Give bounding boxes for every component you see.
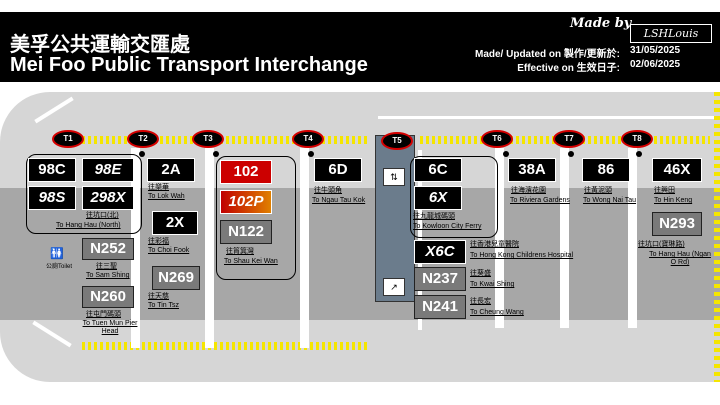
kerb-marking-bottom-left bbox=[82, 342, 367, 350]
t5-route-group bbox=[410, 156, 498, 238]
author-logo: LSHLouis bbox=[630, 24, 712, 43]
updated-value: 31/05/2025 bbox=[630, 45, 681, 56]
dest-86-zh: 往黃泥頭 bbox=[584, 187, 612, 194]
route-n122[interactable]: N122 bbox=[220, 220, 272, 244]
dest-n237-zh: 往葵盛 bbox=[470, 270, 491, 277]
route-98c[interactable]: 98C bbox=[28, 158, 76, 182]
dest-n260-en: To Tuen Mun Pier Head bbox=[82, 320, 138, 336]
dest-n241-en: To Cheung Wang bbox=[470, 309, 524, 316]
dest-6c-en: To Kowloon City Ferry bbox=[413, 223, 482, 230]
dest-2a-en: To Lok Wah bbox=[148, 193, 185, 200]
route-2x[interactable]: 2X bbox=[152, 211, 198, 235]
dest-6c-zh: 往九龍城碼頭 bbox=[413, 213, 455, 220]
route-n260[interactable]: N260 bbox=[82, 286, 134, 308]
dest-n269-en: To Tin Tsz bbox=[148, 302, 179, 309]
bay-t5: T5 bbox=[381, 132, 413, 150]
bay-t3: T3 bbox=[192, 130, 224, 148]
bay-t6: T6 bbox=[481, 130, 513, 148]
island-4 bbox=[495, 148, 504, 328]
route-38a[interactable]: 38A bbox=[508, 158, 556, 182]
route-n293[interactable]: N293 bbox=[652, 212, 702, 236]
toilet-label: 公廁Toilet bbox=[46, 264, 73, 270]
route-2a[interactable]: 2A bbox=[147, 158, 195, 182]
dest-2x-en: To Choi Fook bbox=[148, 247, 190, 254]
dest-n293-en: To Hang Hau (Ngan O Rd) bbox=[649, 251, 711, 267]
dest-n241-zh: 往長宏 bbox=[470, 298, 491, 305]
effective-label: Effective on 生效日子: bbox=[517, 63, 620, 74]
route-6x[interactable]: 6X bbox=[414, 186, 462, 210]
island-2 bbox=[205, 148, 214, 348]
dest-46x-en: To Hin Keng bbox=[654, 197, 693, 204]
route-298x[interactable]: 298X bbox=[82, 186, 134, 210]
route-n241[interactable]: N241 bbox=[414, 295, 466, 319]
dest-n293-zh: 往坑口(寶琳路) bbox=[638, 241, 685, 248]
kerb-marking-left bbox=[82, 136, 367, 144]
t3-route-group bbox=[216, 156, 296, 280]
route-n237[interactable]: N237 bbox=[414, 267, 466, 291]
route-46x[interactable]: 46X bbox=[652, 158, 702, 182]
t1-route-group bbox=[26, 154, 142, 234]
island-1 bbox=[131, 148, 140, 348]
central-platform bbox=[375, 135, 415, 302]
route-x6c[interactable]: X6C bbox=[414, 240, 466, 264]
route-n252[interactable]: N252 bbox=[82, 238, 134, 260]
dest-n269-zh: 往天慈 bbox=[148, 293, 169, 300]
route-86[interactable]: 86 bbox=[582, 158, 630, 182]
stop-dot bbox=[568, 151, 574, 157]
stop-dot bbox=[139, 151, 145, 157]
dest-n252-zh: 往三聖 bbox=[96, 263, 117, 270]
dest-98-zh: 往坑口(北) bbox=[86, 212, 119, 219]
bay-t4: T4 bbox=[292, 130, 324, 148]
dest-n260-zh: 往屯門碼頭 bbox=[86, 311, 121, 318]
stop-dot bbox=[213, 151, 219, 157]
island-3 bbox=[300, 148, 309, 348]
dest-86-en: To Wong Nai Tau bbox=[583, 197, 637, 204]
dest-2x-zh: 往彩福 bbox=[148, 238, 169, 245]
route-n269[interactable]: N269 bbox=[152, 266, 200, 290]
bay-t7: T7 bbox=[553, 130, 585, 148]
stop-dot bbox=[308, 151, 314, 157]
route-6c[interactable]: 6C bbox=[414, 158, 462, 182]
title-chinese: 美孚公共運輸交匯處 bbox=[10, 34, 190, 56]
route-98s[interactable]: 98S bbox=[28, 186, 76, 210]
dest-38a-en: To Riviera Gardens bbox=[510, 197, 570, 204]
stop-dot bbox=[503, 151, 509, 157]
bay-t2: T2 bbox=[127, 130, 159, 148]
lane-marking-top bbox=[378, 116, 720, 119]
dest-46x-zh: 往興田 bbox=[654, 187, 675, 194]
dest-38a-zh: 往海濱花園 bbox=[511, 187, 546, 194]
route-6d[interactable]: 6D bbox=[314, 158, 362, 182]
dest-x6c-zh: 往香港兒童醫院 bbox=[470, 241, 519, 248]
escalator-icon: ↗ bbox=[383, 278, 405, 296]
route-102p[interactable]: 102P bbox=[220, 190, 272, 214]
bay-t1: T1 bbox=[52, 130, 84, 148]
updated-label: Made/ Updated on 製作/更新於: bbox=[475, 49, 620, 60]
toilet-icon: 🚻 bbox=[50, 248, 64, 260]
bay-t8: T8 bbox=[621, 130, 653, 148]
route-102[interactable]: 102 bbox=[220, 160, 272, 184]
lift-icon: ⇅ bbox=[383, 168, 405, 186]
effective-value: 02/06/2025 bbox=[630, 59, 681, 70]
dest-x6c-en: To Hong Kong Childrens Hospital bbox=[470, 252, 574, 259]
dest-102-zh: 往筲箕灣 bbox=[226, 248, 254, 255]
made-by-label: Made by bbox=[570, 16, 632, 31]
title-english: Mei Foo Public Transport Interchange bbox=[10, 54, 368, 76]
lane-marking-right bbox=[714, 92, 720, 382]
dest-n237-en: To Kwai Shing bbox=[470, 281, 515, 288]
island-5 bbox=[560, 148, 569, 328]
dest-98-en: To Hang Hau (North) bbox=[56, 222, 121, 229]
route-98e[interactable]: 98E bbox=[82, 158, 134, 182]
dest-2a-zh: 往樂華 bbox=[148, 184, 169, 191]
dest-6d-en: To Ngau Tau Kok bbox=[312, 197, 366, 204]
header-banner bbox=[0, 12, 720, 82]
dest-n252-en: To Sam Shing bbox=[86, 272, 130, 279]
island-6 bbox=[628, 148, 637, 328]
dest-6d-zh: 往牛頭角 bbox=[314, 187, 342, 194]
stop-dot bbox=[636, 151, 642, 157]
dest-102-en: To Shau Kei Wan bbox=[224, 258, 278, 265]
